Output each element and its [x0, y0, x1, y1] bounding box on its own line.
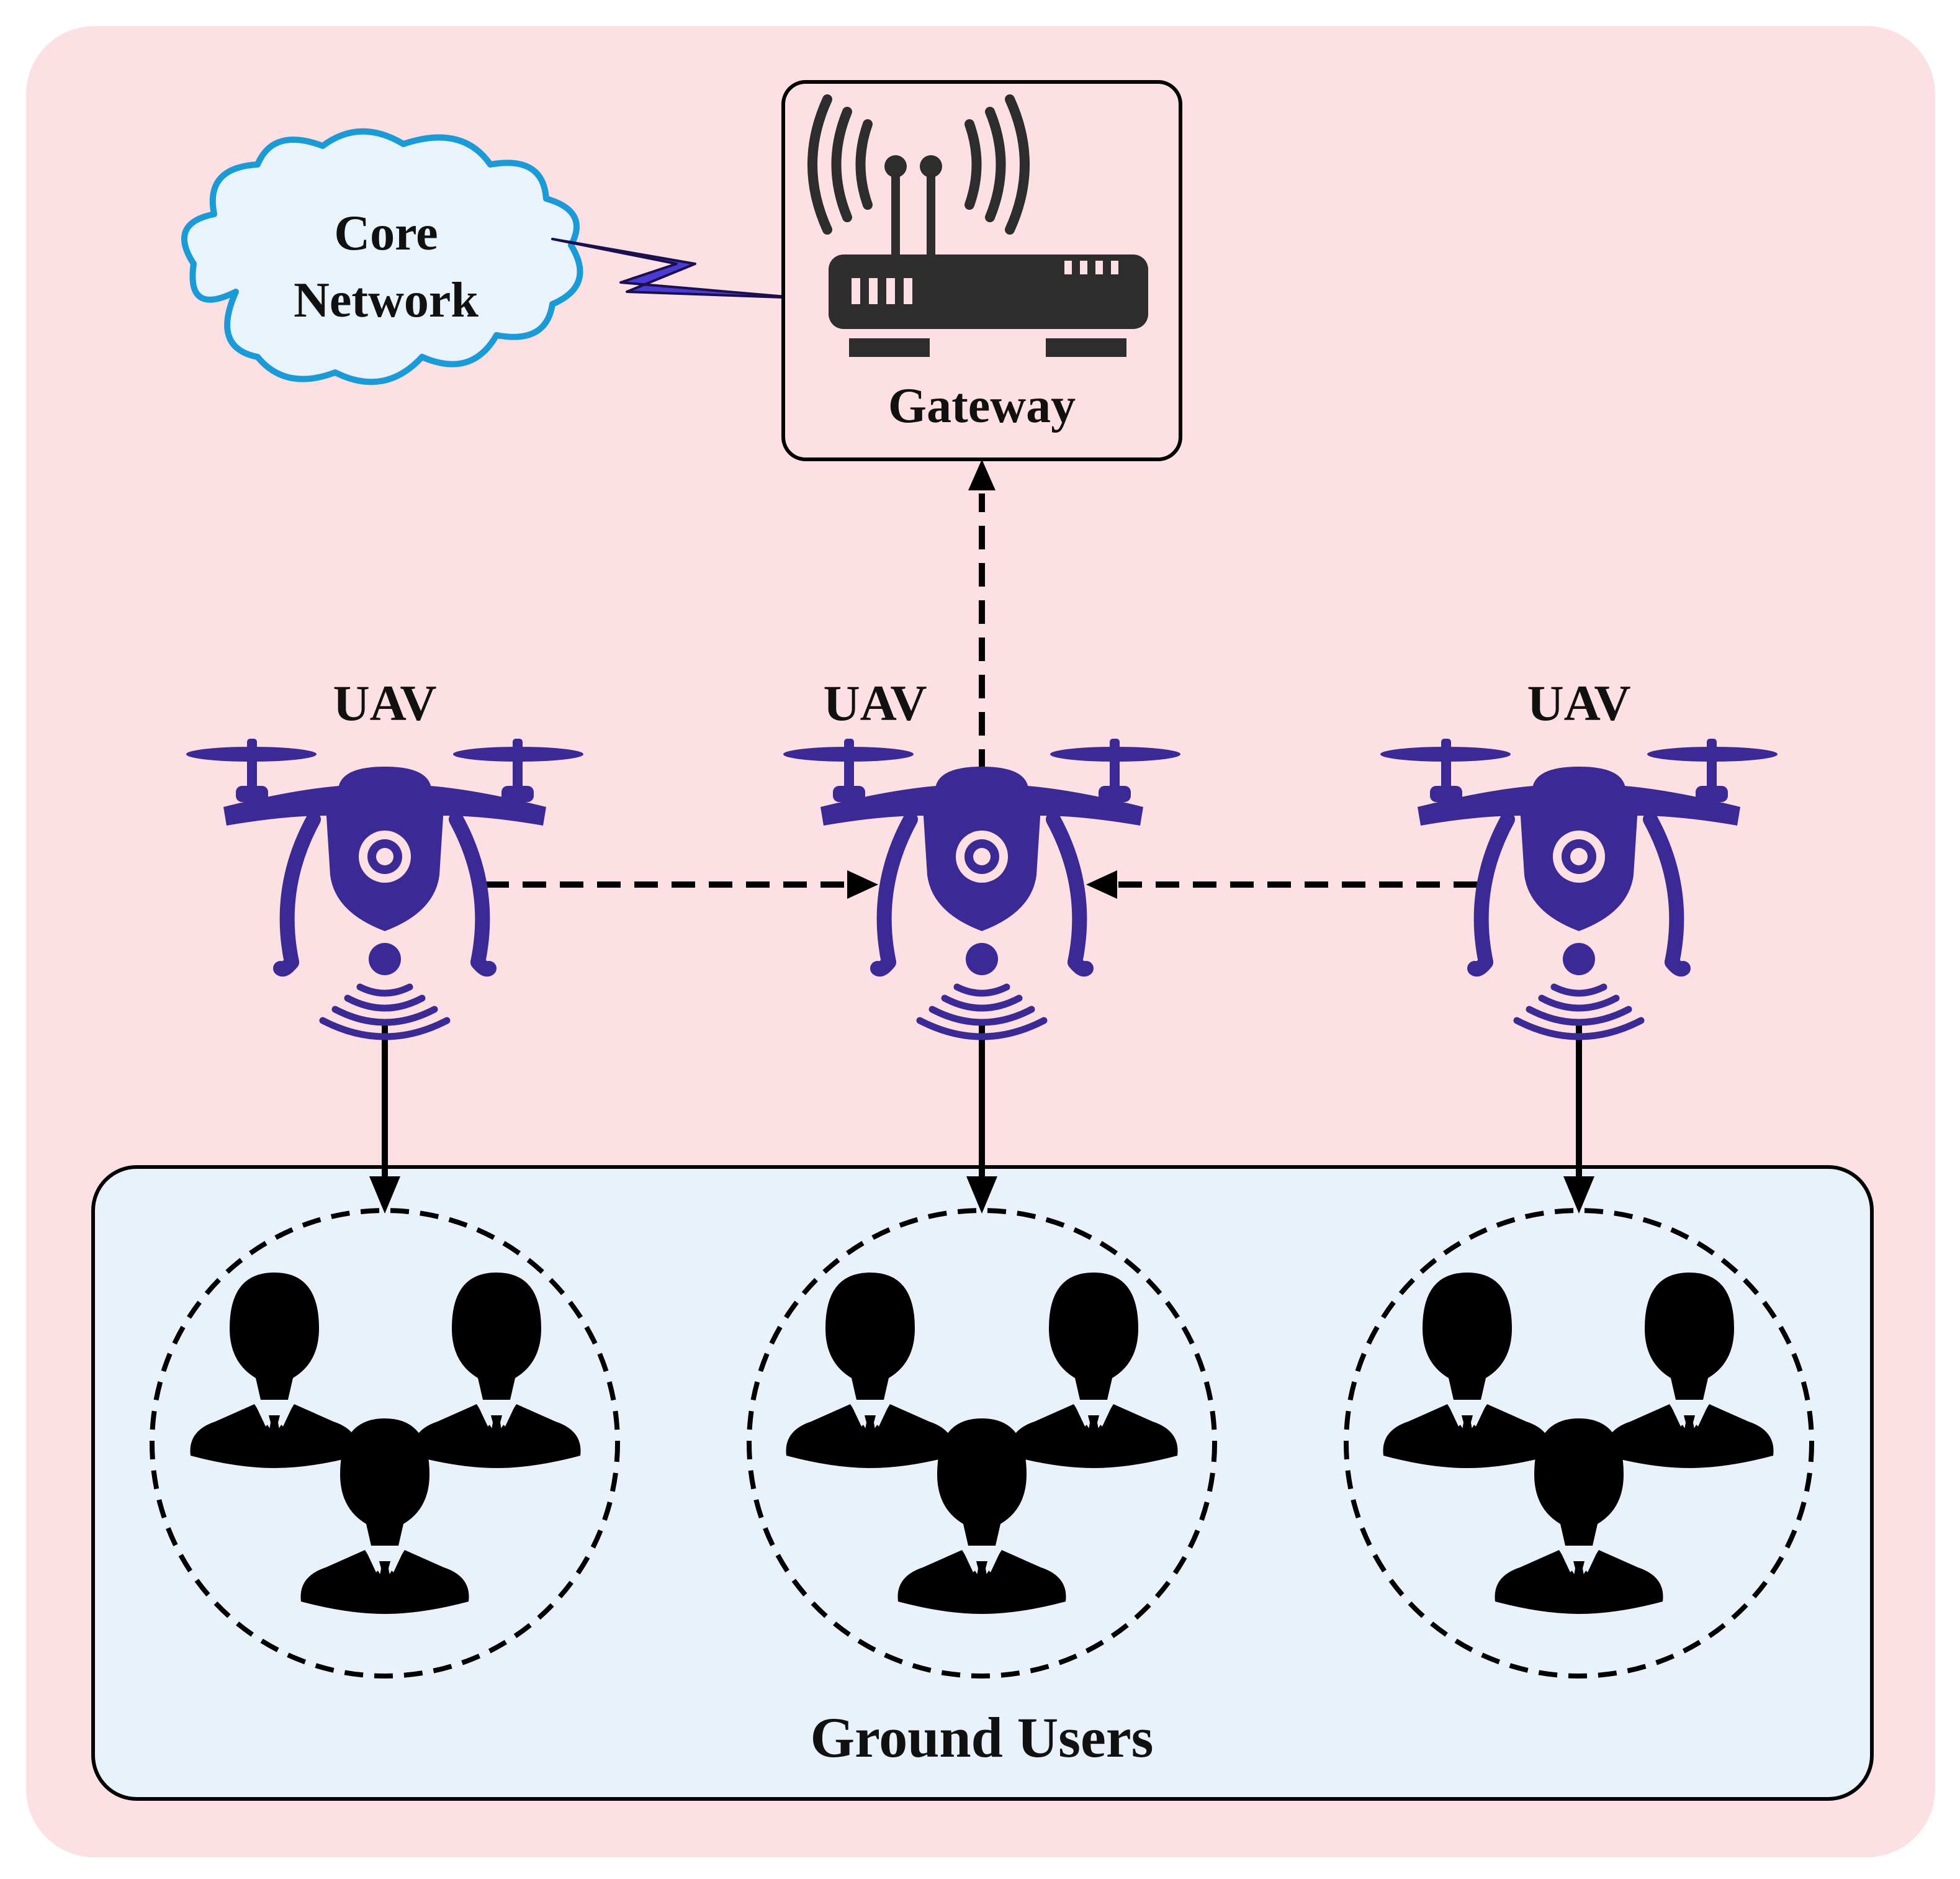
gateway-box: Gateway	[781, 80, 1182, 461]
uav-to-gateway-link	[968, 459, 996, 773]
user-group-boundary	[747, 1208, 1217, 1678]
uav-1: UAV	[186, 675, 583, 1037]
uav-2: UAV	[783, 675, 1180, 1037]
ground-users-label: Ground Users	[811, 1706, 1154, 1769]
uav-3: UAV	[1380, 675, 1778, 1037]
wireless-router-icon	[807, 94, 1148, 357]
uav-3-downlink-arrowhead	[1563, 1176, 1594, 1214]
core-network-label-line1: Core	[334, 206, 438, 261]
core-network-label-line2: Network	[294, 273, 479, 328]
uav-1-label: UAV	[333, 675, 436, 731]
uav-left-to-middle-link	[485, 870, 878, 899]
uav-2-label: UAV	[823, 675, 927, 731]
uav-right-to-middle-link	[1086, 870, 1477, 899]
core-network-cloud: Core Network	[181, 128, 583, 385]
uav-1-downlink-arrowhead	[369, 1176, 400, 1214]
uav-2-downlink-arrowhead	[966, 1176, 997, 1214]
user-group-boundary	[150, 1208, 620, 1678]
gateway-label: Gateway	[888, 379, 1076, 433]
uav-3-label: UAV	[1527, 675, 1630, 731]
user-group-boundary	[1344, 1208, 1814, 1678]
cloud-icon	[181, 128, 583, 385]
